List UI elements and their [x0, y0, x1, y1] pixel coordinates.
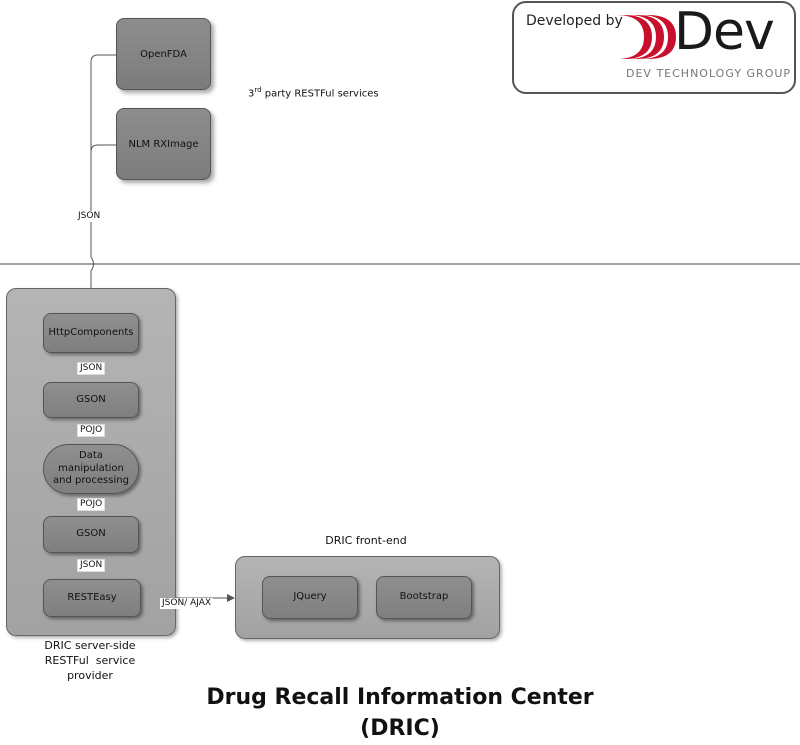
openfda-service: OpenFDA	[116, 18, 211, 90]
resteasy-box: RESTEasy	[43, 579, 141, 617]
rximage-connector	[90, 144, 116, 153]
third-party-label-sup: rd	[254, 86, 262, 94]
json-connector-label: JSON	[76, 211, 103, 222]
gson-box-2: GSON	[43, 516, 139, 553]
page-title-line-1: Drug Recall Information Center	[206, 685, 594, 710]
developed-by-text: Developed by	[526, 13, 623, 29]
bootstrap-box: Bootstrap	[376, 576, 472, 619]
jquery-box: JQuery	[262, 576, 358, 619]
third-party-label-text: party RESTFul services	[261, 88, 379, 100]
third-party-label-number: 3	[248, 88, 255, 100]
server-caption-line-3: provider	[67, 669, 113, 682]
dev-logo-icon	[616, 15, 676, 59]
developer-logo: Developed by Dev DEV TECHNOLOGY GROUP	[512, 1, 796, 94]
dev-brand-text: Dev	[674, 2, 775, 62]
nlm-rximage-service: NLM RXImage	[116, 108, 211, 180]
gson-box-1: GSON	[43, 382, 139, 418]
httpcomponents-box: HttpComponents	[43, 313, 139, 353]
page-title: Drug Recall Information Center (DRIC)	[0, 682, 800, 744]
pojo-label-2: POJO	[77, 498, 106, 511]
dev-tagline: DEV TECHNOLOGY GROUP	[626, 67, 792, 80]
pojo-label-1: POJO	[77, 424, 106, 437]
third-party-label: 3rd party RESTFul services	[248, 86, 379, 99]
openfda-connector	[87, 54, 116, 312]
server-caption: DRIC server-side RESTFul service provide…	[30, 638, 150, 683]
frontend-title: DRIC front-end	[325, 534, 407, 547]
page-title-line-2: (DRIC)	[360, 716, 440, 741]
json-label-1: JSON	[77, 362, 106, 375]
server-caption-line-2: RESTFul service	[44, 654, 136, 667]
server-caption-line-1: DRIC server-side	[44, 639, 136, 652]
json-label-2: JSON	[77, 559, 106, 572]
ajax-connector-label: JSON/ AJAX	[160, 598, 214, 609]
data-processing-box: Data manipulation and processing	[43, 444, 139, 494]
